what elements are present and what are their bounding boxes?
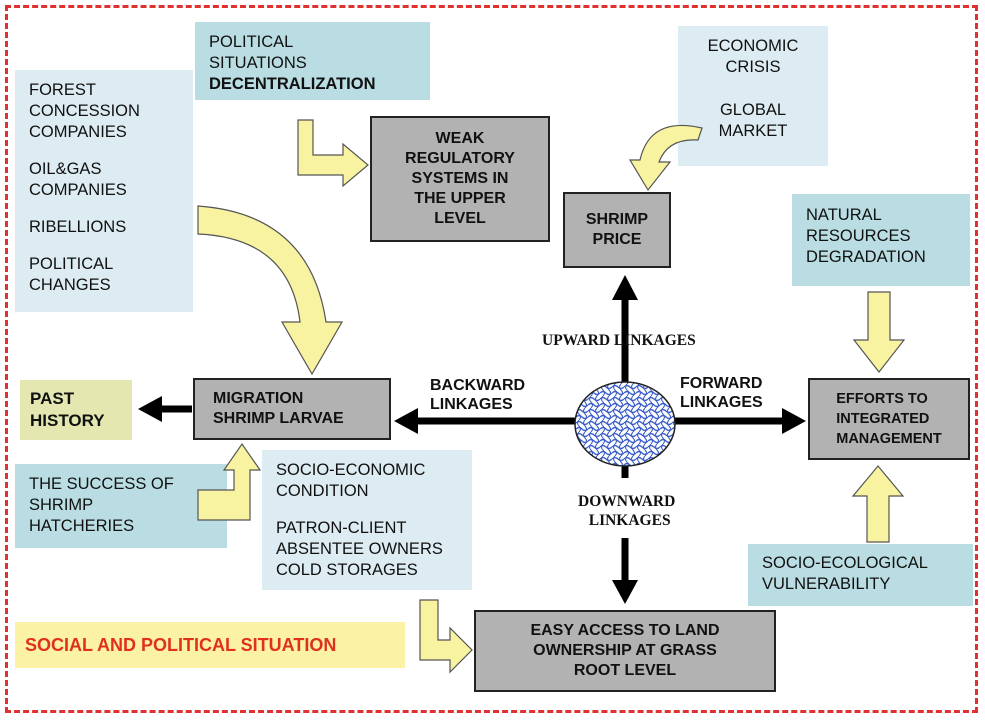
linkage-hub	[574, 381, 676, 467]
box-line: NATURAL	[806, 206, 882, 224]
label-line: FORWARD	[680, 375, 763, 392]
upward-arrow-head	[612, 275, 638, 300]
box-line: CONCESSION	[29, 102, 140, 120]
box-line: EFFORTS TO	[836, 391, 928, 407]
box-line: MANAGEMENT	[836, 431, 942, 447]
label-line: DOWNWARD	[578, 493, 676, 510]
box-line: SOCIO-ECONOMIC	[276, 461, 426, 479]
socio-to-access-arrow	[419, 599, 473, 674]
box-line: MARKET	[718, 122, 788, 140]
resources-to-efforts-arrow	[852, 291, 906, 373]
box-line: CRISIS	[725, 58, 781, 76]
box-line: POLITICAL	[209, 33, 294, 51]
box-line: DEGRADATION	[806, 248, 926, 266]
box-line: PATRON-CLIENT	[276, 519, 407, 537]
box-line: OIL&GAS	[29, 160, 102, 178]
yellow-arrows	[197, 119, 906, 674]
box-line: SHRIMP LARVAE	[213, 410, 344, 427]
box-line: SYSTEMS IN	[411, 170, 509, 187]
past-history-box: PAST HISTORY	[20, 380, 132, 440]
box-line: SHRIMP	[29, 496, 94, 514]
label-line: LINKAGES	[430, 396, 513, 413]
box-line: FOREST	[29, 81, 96, 99]
backward-arrow-head	[394, 408, 418, 434]
box-line: EASY ACCESS TO LAND	[530, 622, 720, 639]
hatcheries-box: THE SUCCESS OF SHRIMP HATCHERIES	[15, 464, 227, 548]
box-line: COLD STORAGES	[276, 561, 418, 579]
label-line: LINKAGES	[680, 394, 763, 411]
hatcheries-to-migration-arrow	[197, 442, 262, 521]
forest-to-migration-arrow	[197, 205, 344, 376]
downward-linkages-label: DOWNWARD LINKAGES	[578, 492, 675, 530]
natural-resources-box: NATURAL RESOURCES DEGRADATION	[792, 194, 970, 286]
box-line: HISTORY	[30, 411, 105, 430]
box-line: SOCIO-ECOLOGICAL	[762, 554, 928, 572]
box-line: RESOURCES	[806, 227, 911, 245]
box-line: ECONOMIC	[707, 37, 799, 55]
social-political-label: SOCIAL AND POLITICAL SITUATION	[25, 634, 337, 655]
political-to-weak-arrow	[297, 119, 369, 188]
box-line: HATCHERIES	[29, 517, 135, 535]
label-line: BACKWARD	[430, 377, 526, 394]
box-line: PAST	[30, 389, 75, 408]
box-line: POLITICAL	[29, 255, 114, 273]
box-line: MIGRATION	[213, 390, 304, 407]
dashed-border	[5, 5, 978, 713]
box-line: SITUATIONS	[209, 54, 307, 72]
box-line: LEVEL	[434, 210, 486, 227]
box-line: VULNERABILITY	[762, 575, 891, 593]
weak-regulatory-box: WEAK REGULATORY SYSTEMS IN THE UPPER LEV…	[370, 116, 550, 242]
forward-arrow-head	[782, 408, 806, 434]
box-line: ROOT LEVEL	[573, 662, 677, 679]
box-line: GLOBAL	[719, 101, 787, 119]
box-line: COMPANIES	[29, 181, 127, 199]
shrimp-price-box: SHRIMP PRICE	[563, 192, 671, 268]
ecological-to-efforts-arrow	[851, 465, 905, 543]
economic-crisis-box: ECONOMIC CRISIS GLOBAL MARKET	[678, 26, 828, 166]
box-line: SHRIMP	[585, 211, 649, 228]
efforts-box: EFFORTS TO INTEGRATED MANAGEMENT	[808, 378, 970, 460]
forward-linkages-label: FORWARD LINKAGES	[680, 374, 763, 412]
box-line: OWNERSHIP AT GRASS	[533, 642, 717, 659]
label-line: LINKAGES	[588, 512, 671, 529]
box-line: ABSENTEE OWNERS	[276, 540, 443, 558]
box-line: CONDITION	[276, 482, 369, 500]
box-line: THE UPPER	[414, 190, 506, 207]
past-history-arrow-head	[138, 396, 162, 422]
box-line: DECENTRALIZATION	[209, 75, 376, 93]
socio-economic-box: SOCIO-ECONOMIC CONDITION PATRON-CLIENT A…	[262, 450, 472, 590]
upward-linkages-label: UPWARD LINKAGES	[542, 332, 696, 349]
forest-companies-box: FOREST CONCESSION COMPANIES OIL&GAS COMP…	[15, 70, 193, 312]
box-line: RIBELLIONS	[29, 218, 127, 236]
box-line: REGULATORY	[405, 150, 515, 167]
box-line: PRICE	[592, 231, 642, 248]
social-political-bar: SOCIAL AND POLITICAL SITUATION	[15, 622, 405, 668]
political-situations-box: POLITICAL SITUATIONS DECENTRALIZATION	[195, 22, 430, 100]
box-line: COMPANIES	[29, 123, 127, 141]
socio-ecological-box: SOCIO-ECOLOGICAL VULNERABILITY	[748, 544, 973, 606]
downward-arrow-head	[612, 580, 638, 604]
linkage-arrows	[138, 275, 806, 604]
box-line: CHANGES	[29, 276, 111, 294]
migration-box: MIGRATION SHRIMP LARVAE	[193, 378, 391, 440]
economic-to-price-arrow	[628, 124, 703, 192]
box-line: INTEGRATED	[836, 411, 930, 427]
easy-access-box: EASY ACCESS TO LAND OWNERSHIP AT GRASS R…	[474, 610, 776, 692]
backward-linkages-label: BACKWARD LINKAGES	[430, 376, 525, 414]
box-line: WEAK	[435, 130, 485, 147]
box-line: THE SUCCESS OF	[29, 475, 174, 493]
